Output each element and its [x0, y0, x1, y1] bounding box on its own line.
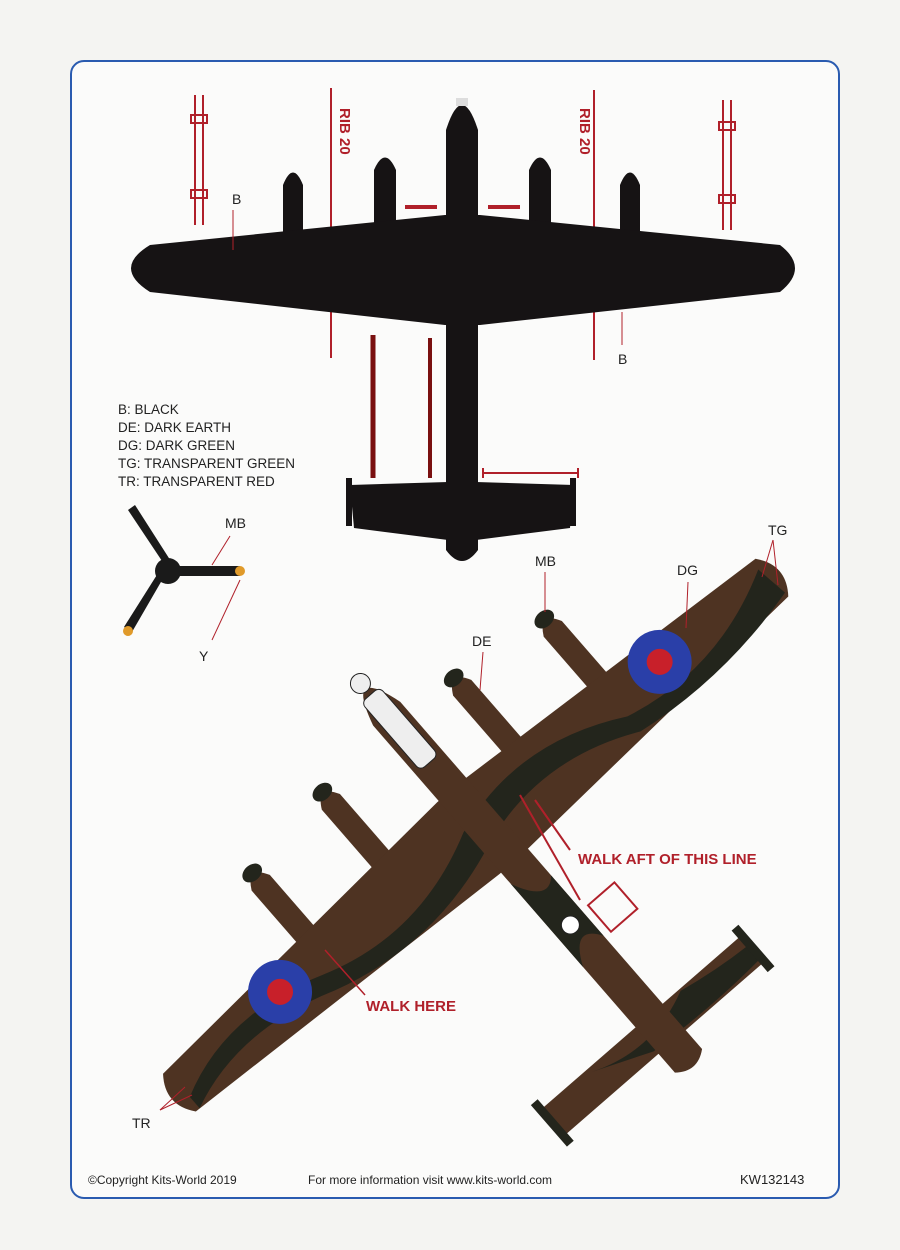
label-mb: MB	[535, 553, 556, 569]
fin	[731, 924, 775, 973]
underside-view-black: RIB 20 RIB 20 B B	[131, 88, 795, 561]
legend-item: DG: DARK GREEN	[118, 438, 236, 453]
roundel	[248, 959, 313, 1024]
fin	[530, 1099, 574, 1147]
label-dg: DG	[677, 562, 698, 578]
mid-turret	[560, 915, 580, 935]
legend-item: B: BLACK	[118, 402, 179, 417]
fuselage	[363, 687, 703, 1073]
legend-item: TG: TRANSPARENT GREEN	[118, 456, 296, 471]
fin	[570, 478, 576, 526]
fuselage	[446, 105, 478, 561]
label-b: B	[618, 351, 627, 367]
fin	[346, 478, 352, 526]
info-link[interactable]: For more information visit www.kits-worl…	[308, 1173, 553, 1187]
spinners	[242, 609, 555, 883]
legend-item: TR: TRANSPARENT RED	[118, 474, 275, 489]
rib-stencil: RIB 20	[576, 108, 593, 155]
upper-view-camo	[163, 558, 789, 1147]
label-mb: MB	[225, 515, 246, 531]
prop-tip	[235, 566, 245, 576]
canopy	[363, 688, 437, 769]
label-b: B	[232, 191, 241, 207]
rib-stencil: RIB 20	[336, 108, 353, 155]
label-y: Y	[199, 648, 209, 664]
copyright: ©Copyright Kits-World 2019	[88, 1173, 237, 1187]
small-decal	[405, 205, 437, 209]
label-tr: TR	[132, 1115, 151, 1131]
camo-green	[510, 875, 604, 967]
walk-here-label: WALK HERE	[366, 998, 456, 1015]
label-tg: TG	[768, 522, 787, 538]
small-decal	[488, 205, 520, 209]
prop-tip	[123, 626, 133, 636]
roundel	[627, 629, 692, 694]
product-code: KW132143	[740, 1172, 805, 1187]
propeller-diagram: MB Y	[123, 505, 246, 664]
nose-turret	[456, 98, 468, 106]
camo-green	[592, 945, 760, 1072]
walk-line	[519, 794, 581, 901]
tailplane	[350, 482, 574, 540]
stripe-decals	[190, 88, 736, 478]
legend-item: DE: DARK EARTH	[118, 420, 232, 435]
walk-box	[586, 880, 639, 934]
colour-legend: B: BLACK DE: DARK EARTH DG: DARK GREEN T…	[118, 401, 295, 491]
label-de: DE	[472, 633, 491, 649]
nose-turret	[349, 672, 371, 694]
walk-aft-label: WALK AFT OF THIS LINE	[578, 851, 757, 868]
